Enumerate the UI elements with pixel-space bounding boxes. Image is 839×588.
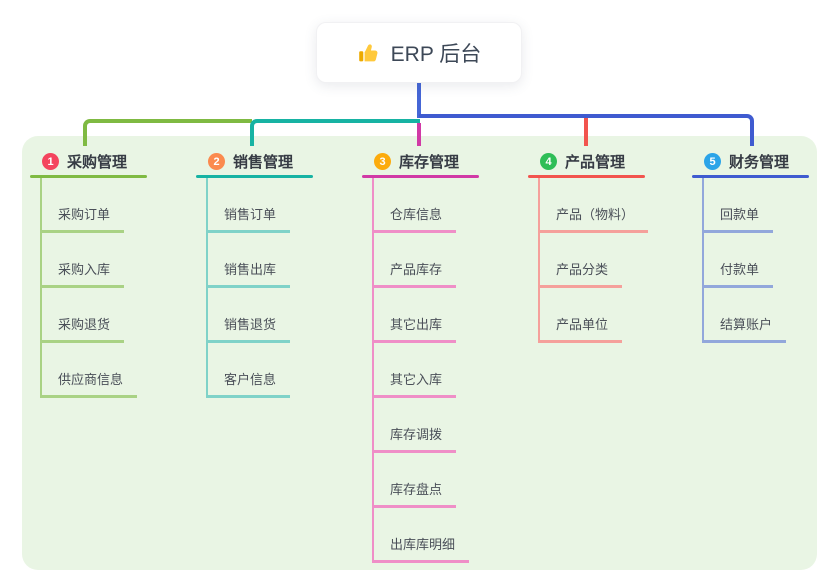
child-node[interactable]: 采购入库 — [30, 233, 194, 288]
child-node-label: 产品分类 — [538, 259, 623, 288]
child-node[interactable]: 采购退货 — [30, 288, 194, 343]
branch-header[interactable]: 2 销售管理 — [196, 148, 360, 175]
child-node-label: 其它入库 — [372, 369, 457, 398]
branch-4: 4 产品管理产品（物料） 产品分类产品单位 — [528, 148, 692, 343]
branch-header[interactable]: 1 采购管理 — [30, 148, 194, 175]
child-node-label: 产品单位 — [538, 314, 623, 343]
child-node-label: 库存盘点 — [372, 479, 457, 508]
thumbs-up-icon — [357, 41, 381, 65]
branch-number-badge: 2 — [208, 153, 225, 170]
child-node[interactable]: 产品库存 — [362, 233, 526, 288]
child-node[interactable]: 出库库明细 — [362, 508, 526, 563]
child-node[interactable]: 客户信息 — [196, 343, 360, 398]
branch-title: 库存管理 — [399, 154, 460, 171]
child-node-label: 采购订单 — [40, 204, 125, 233]
branch-title: 财务管理 — [729, 154, 790, 171]
branch-underline — [30, 175, 147, 178]
child-node[interactable]: 库存盘点 — [362, 453, 526, 508]
branch-header[interactable]: 4 产品管理 — [528, 148, 692, 175]
branch-number-badge: 1 — [42, 153, 59, 170]
root-connector-line — [417, 83, 421, 118]
branch-header[interactable]: 5 财务管理 — [692, 148, 839, 175]
branch-child-connector — [538, 178, 540, 343]
branch-5: 5 财务管理回款单付款单结算账户 — [692, 148, 839, 343]
connector-branch-1 — [83, 119, 252, 146]
branch-3: 3 库存管理仓库信息产品库存其它出库其它入库库存调拨库存盘点出库库明细 — [362, 148, 526, 563]
branches-panel — [22, 136, 817, 570]
child-node[interactable]: 产品单位 — [528, 288, 692, 343]
child-node-label: 结算账户 — [702, 314, 787, 343]
child-node-label: 产品库存 — [372, 259, 457, 288]
child-node[interactable]: 其它出库 — [362, 288, 526, 343]
child-node[interactable]: 其它入库 — [362, 343, 526, 398]
branch-child-connector — [40, 178, 42, 398]
branch-child-connector — [372, 178, 374, 563]
branch-title: 销售管理 — [233, 154, 294, 171]
branch-number-badge: 3 — [374, 153, 391, 170]
connector-branch-3 — [417, 123, 421, 146]
child-node-label: 库存调拨 — [372, 424, 457, 453]
root-node[interactable]: ERP 后台 — [316, 22, 522, 83]
child-node[interactable]: 回款单 — [692, 178, 839, 233]
child-node-label: 客户信息 — [206, 369, 291, 398]
connector-branch-2 — [250, 119, 420, 146]
child-node[interactable]: 产品（物料） — [528, 178, 692, 233]
root-node-label: ERP 后台 — [390, 42, 482, 66]
child-node-label: 付款单 — [702, 259, 774, 288]
child-node[interactable]: 供应商信息 — [30, 343, 194, 398]
branch-child-connector — [702, 178, 704, 343]
branch-child-connector — [206, 178, 208, 398]
branch-2: 2 销售管理销售订单销售出库销售退货客户信息 — [196, 148, 360, 398]
child-node-label: 其它出库 — [372, 314, 457, 343]
branch-underline — [528, 175, 645, 178]
branch-number-badge: 4 — [540, 153, 557, 170]
child-node-label: 销售订单 — [206, 204, 291, 233]
child-node-label: 仓库信息 — [372, 204, 457, 233]
child-node[interactable]: 产品分类 — [528, 233, 692, 288]
child-node[interactable]: 付款单 — [692, 233, 839, 288]
child-node[interactable]: 采购订单 — [30, 178, 194, 233]
child-node-label: 出库库明细 — [372, 534, 470, 563]
child-node[interactable]: 仓库信息 — [362, 178, 526, 233]
branch-1: 1 采购管理采购订单采购入库采购退货供应商信息 — [30, 148, 194, 398]
branch-title: 采购管理 — [67, 154, 128, 171]
branch-title: 产品管理 — [565, 154, 626, 171]
branch-header[interactable]: 3 库存管理 — [362, 148, 526, 175]
branch-children: 销售订单销售出库销售退货客户信息 — [196, 178, 360, 398]
branch-underline — [196, 175, 313, 178]
child-node-label: 回款单 — [702, 204, 774, 233]
child-node[interactable]: 销售退货 — [196, 288, 360, 343]
connector-branch-5 — [419, 114, 754, 146]
child-node[interactable]: 库存调拨 — [362, 398, 526, 453]
branch-underline — [362, 175, 479, 178]
child-node[interactable]: 销售订单 — [196, 178, 360, 233]
child-node[interactable]: 销售出库 — [196, 233, 360, 288]
child-node-label: 采购入库 — [40, 259, 125, 288]
branch-children: 采购订单采购入库采购退货供应商信息 — [30, 178, 194, 398]
child-node-label: 采购退货 — [40, 314, 125, 343]
branch-underline — [692, 175, 809, 178]
child-node-label: 销售退货 — [206, 314, 291, 343]
connector-branch-4 — [584, 118, 588, 146]
branch-children: 回款单付款单结算账户 — [692, 178, 839, 343]
child-node-label: 供应商信息 — [40, 369, 138, 398]
child-node[interactable]: 结算账户 — [692, 288, 839, 343]
branch-children: 产品（物料） 产品分类产品单位 — [528, 178, 692, 343]
child-node-label: 销售出库 — [206, 259, 291, 288]
branch-number-badge: 5 — [704, 153, 721, 170]
child-node-label: 产品（物料） — [538, 204, 649, 233]
branch-children: 仓库信息产品库存其它出库其它入库库存调拨库存盘点出库库明细 — [362, 178, 526, 563]
